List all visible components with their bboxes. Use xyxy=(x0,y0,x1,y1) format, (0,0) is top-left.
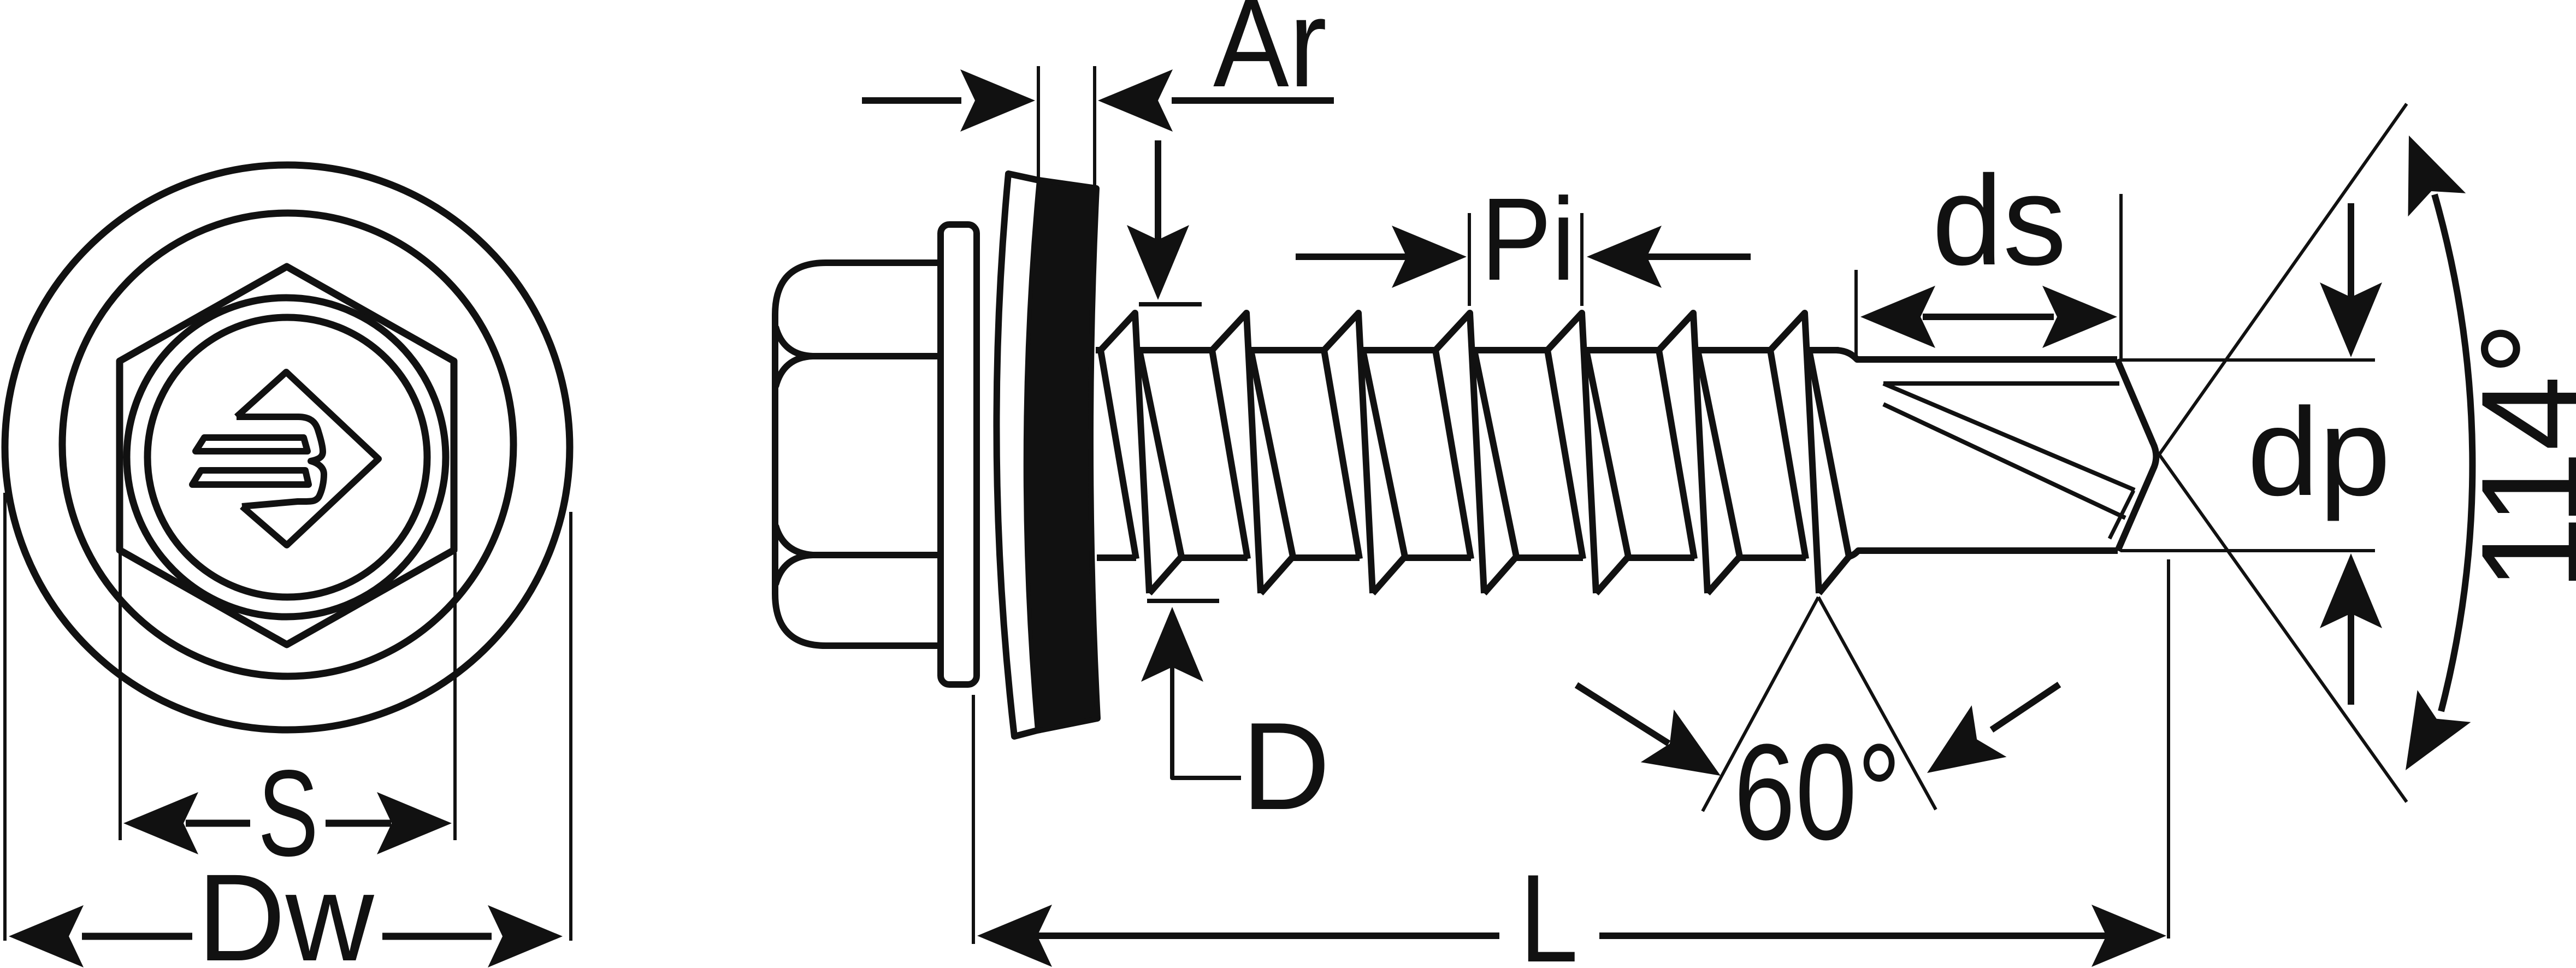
svg-text:S: S xyxy=(258,745,318,882)
svg-text:Pi: Pi xyxy=(1481,174,1575,305)
svg-text:114°: 114° xyxy=(2451,322,2576,591)
svg-text:Dw: Dw xyxy=(197,848,375,968)
svg-text:dp: dp xyxy=(2247,382,2391,522)
svg-text:Ar: Ar xyxy=(1213,0,1327,113)
svg-text:D: D xyxy=(1242,697,1330,836)
svg-text:60°: 60° xyxy=(1734,716,1901,869)
svg-text:L: L xyxy=(1520,848,1578,968)
svg-text:ds: ds xyxy=(1932,150,2066,292)
